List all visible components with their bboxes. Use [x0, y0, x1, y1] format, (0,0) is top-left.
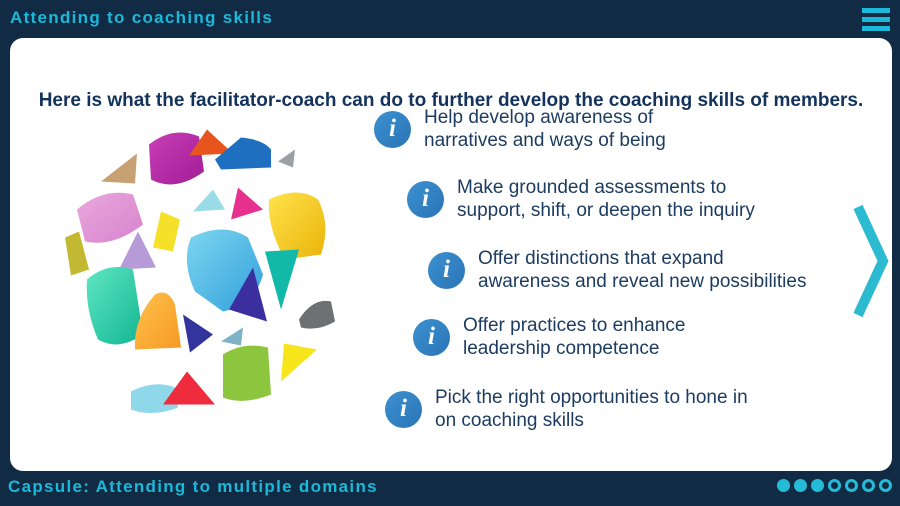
bullet-item: i Help develop awareness of narratives a…: [374, 106, 666, 152]
top-bar: Attending to coaching skills: [0, 0, 900, 38]
bullet-text-line: Help develop awareness of: [424, 107, 654, 128]
bullet-text-line: Make grounded assessments to: [457, 177, 727, 198]
bullet-item: i Pick the right opportunities to hone i…: [385, 386, 748, 432]
bullet-text-line: Pick the right opportunities to hone in: [435, 387, 748, 408]
next-chevron-icon[interactable]: [853, 203, 889, 319]
bullet-item: i Offer practices to enhance leadership …: [413, 314, 686, 360]
slide-card: Here is what the facilitator-coach can d…: [10, 38, 892, 471]
info-icon: i: [413, 319, 450, 356]
bullet-item: i Make grounded assessments to support, …: [407, 176, 755, 222]
bullet-text-line: Offer distinctions that expand: [478, 248, 724, 269]
slide-heading: Here is what the facilitator-coach can d…: [38, 90, 864, 111]
progress-dot: [777, 479, 790, 492]
lesson-title: Attending to coaching skills: [10, 8, 274, 27]
progress-dot: [845, 479, 858, 492]
hamburger-bar: [862, 17, 890, 22]
progress-dots: [773, 479, 892, 492]
hamburger-menu-icon[interactable]: [862, 8, 890, 31]
bullet-item: i Offer distinctions that expand awarene…: [428, 247, 806, 293]
info-icon: i: [428, 252, 465, 289]
mosaic-sphere-image: [65, 129, 335, 414]
capsule-title: Capsule: Attending to multiple domains: [8, 477, 378, 496]
bullet-text-line: leadership competence: [463, 338, 660, 359]
progress-dot: [828, 479, 841, 492]
hamburger-bar: [862, 26, 890, 31]
bullet-text-line: Offer practices to enhance: [463, 315, 686, 336]
progress-dot: [794, 479, 807, 492]
progress-dot: [811, 479, 824, 492]
hamburger-bar: [862, 8, 890, 13]
bullet-text-line: support, shift, or deepen the inquiry: [457, 200, 755, 221]
bullet-text-line: on coaching skills: [435, 410, 584, 431]
info-icon: i: [385, 391, 422, 428]
bullet-text-line: narratives and ways of being: [424, 130, 666, 151]
info-icon: i: [374, 111, 411, 148]
info-icon: i: [407, 181, 444, 218]
progress-dot: [862, 479, 875, 492]
bottom-bar: Capsule: Attending to multiple domains: [0, 471, 900, 506]
bullet-text-line: awareness and reveal new possibilities: [478, 271, 807, 292]
progress-dot: [879, 479, 892, 492]
